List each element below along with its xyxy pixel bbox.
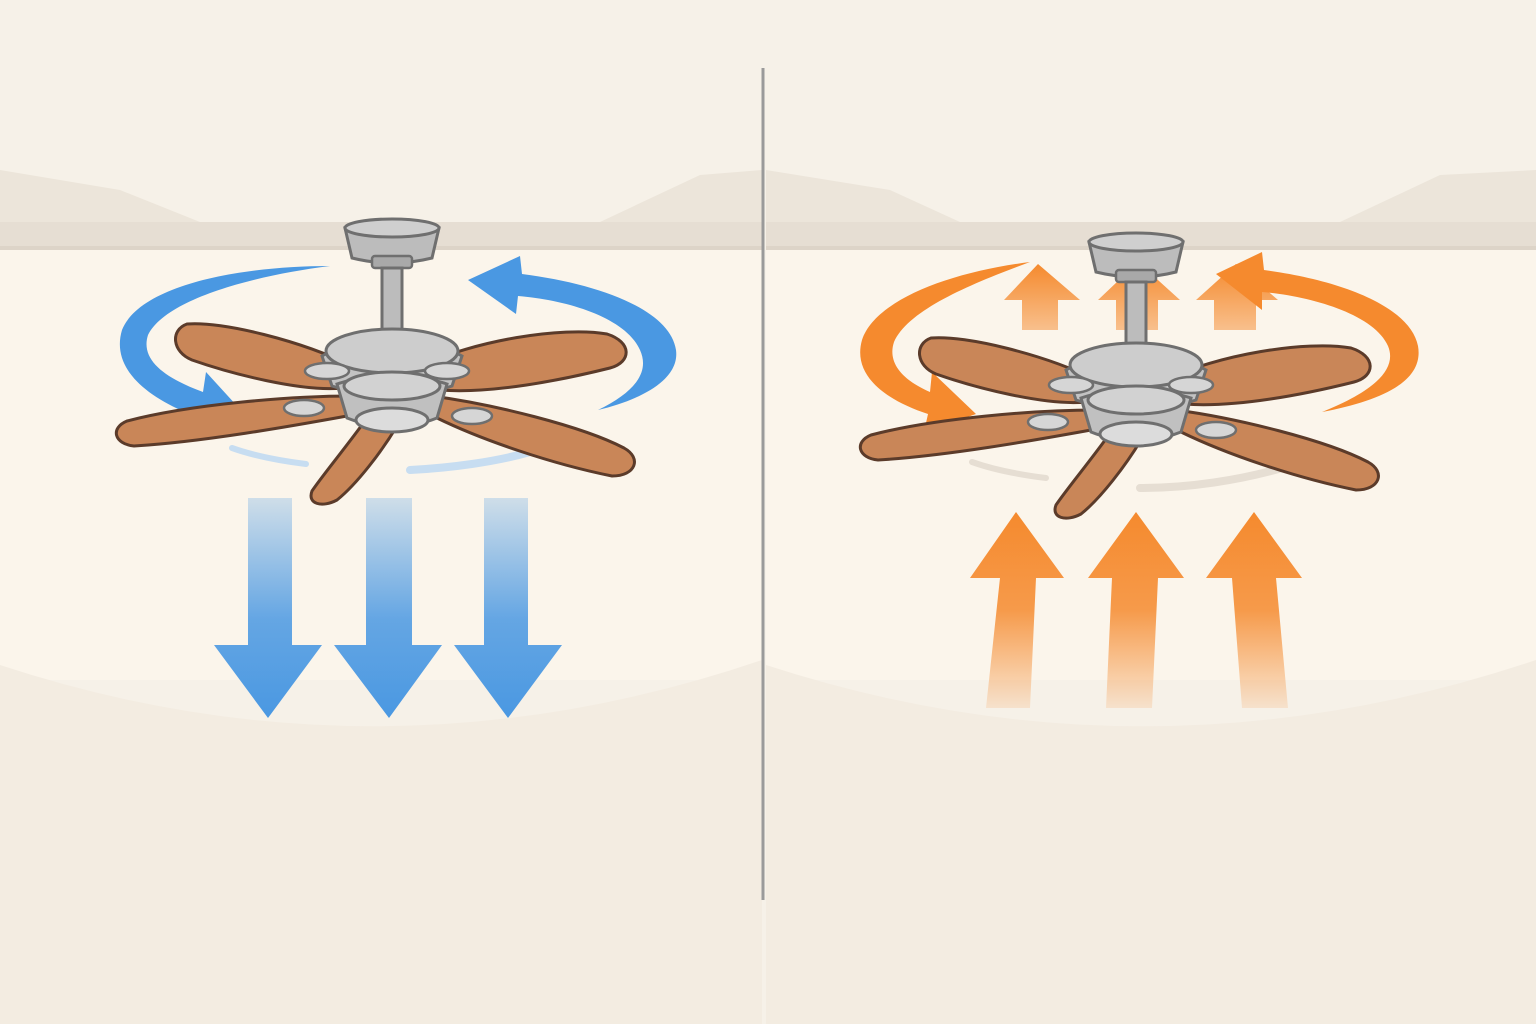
summer-fan bbox=[114, 217, 677, 506]
up-arrows bbox=[970, 512, 1302, 708]
counter-clockwise-rotation-arrows bbox=[119, 256, 677, 436]
winter-fan bbox=[858, 231, 1419, 520]
down-arrows bbox=[214, 498, 562, 718]
winter-room-background bbox=[766, 0, 1536, 1024]
clockwise-rotation-arrows bbox=[860, 252, 1419, 432]
